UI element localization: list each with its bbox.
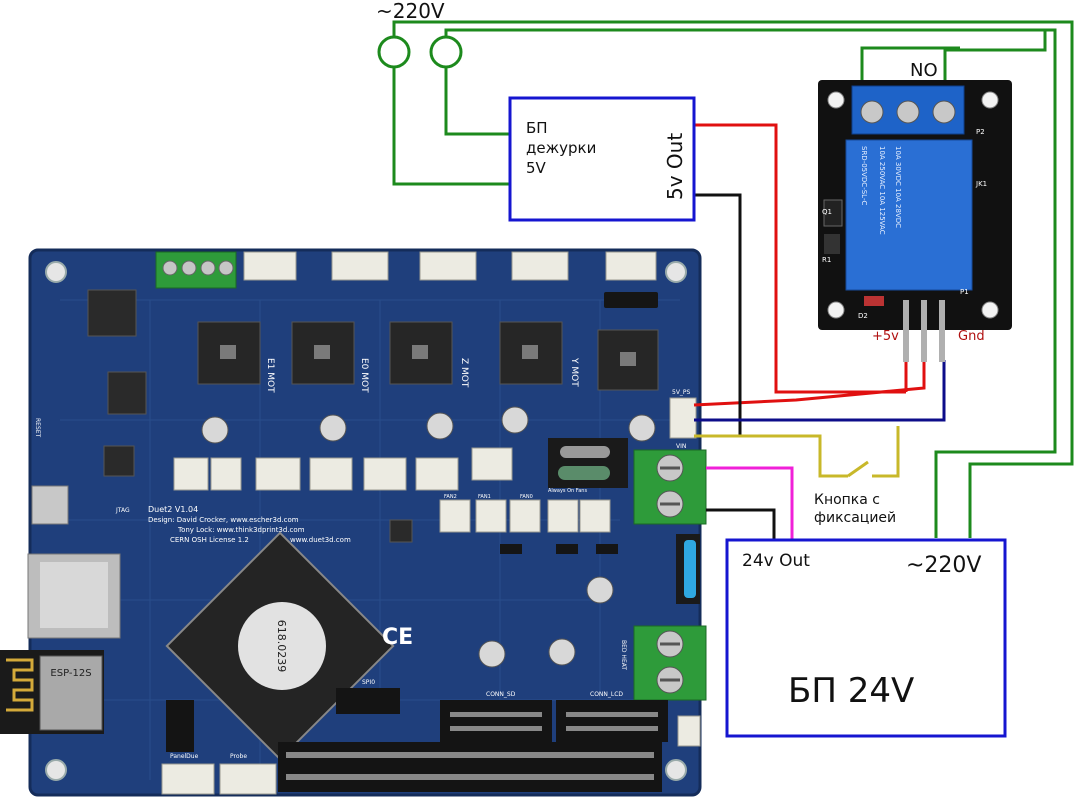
conn-lcd-label: CONN_LCD — [590, 691, 623, 698]
relay-rating-1: 10A 250VAC 10A 125VAC — [878, 146, 886, 235]
conn-sd-label: CONN_SD — [486, 691, 516, 698]
top-connectors — [243, 251, 657, 281]
relay-p2: P2 — [976, 128, 985, 136]
board-site: www.duet3d.com — [290, 536, 351, 544]
signal-wire — [694, 360, 946, 422]
wifi-module-label: ESP-12S — [50, 668, 91, 679]
driver-label-y: Y MOT — [569, 357, 579, 387]
main-psu-input-label: ~220V — [906, 553, 981, 578]
jtag-label: JTAG — [115, 507, 130, 514]
standby-psu-output-label: 5v Out — [663, 133, 687, 200]
sd-card-slot — [27, 553, 121, 639]
switch-label-2: фиксацией — [814, 510, 896, 526]
main-psu-name: БП 24V — [788, 671, 914, 711]
bed-heat-terminal — [633, 625, 707, 701]
bottom-connectors — [161, 715, 701, 795]
wifi-module: ESP-12S — [0, 650, 104, 734]
main-psu-output-label: 24v Out — [742, 551, 810, 571]
reset-label: RESET — [34, 418, 41, 438]
capacitors — [201, 406, 656, 668]
jumpers — [500, 292, 658, 554]
board-title: Duet2 V1.04 — [148, 505, 198, 514]
board-silkscreen: Duet2 V1.04 Design: David Crocker, www.e… — [34, 389, 691, 760]
board-license: CERN OSH License 1.2 — [170, 536, 249, 544]
switch-output-wire — [706, 466, 794, 540]
relay-r1: R1 — [822, 256, 831, 264]
relay-body — [845, 139, 973, 291]
5v-ps-connector — [669, 397, 697, 439]
standby-psu: БП дежурки 5V 5v Out — [508, 96, 696, 222]
vin-terminal — [633, 449, 707, 525]
regulators — [87, 289, 413, 543]
mains-terminal-1 — [377, 35, 411, 69]
relay-d2: D2 — [858, 312, 868, 320]
switch-wires — [694, 426, 900, 478]
fan1-label: FAN1 — [478, 494, 491, 500]
standby-psu-name-3: 5V — [526, 159, 547, 177]
latching-switch: Кнопка с фиксацией — [814, 492, 896, 526]
relay-rating-2: 10A 30VDC 10A 28VDC — [894, 146, 902, 228]
relay-q1: Q1 — [822, 208, 832, 216]
ce-mark: CE — [382, 625, 413, 650]
fan0-label: FAN0 — [520, 494, 533, 500]
board-design: Design: David Crocker, www.escher3d.com — [148, 516, 299, 524]
switch-label-1: Кнопка с — [814, 492, 880, 508]
mains-input: ~220V — [376, 0, 463, 69]
5v-ps-label: 5V_PS — [672, 389, 691, 396]
idc-headers — [166, 688, 668, 792]
spi0-label: SPI0 — [362, 679, 375, 686]
driver-label-z: Z MOT — [459, 358, 469, 388]
probe-label: Probe — [230, 753, 247, 760]
standby-psu-name-2: дежурки — [526, 139, 596, 157]
relay-no-label: NO — [910, 60, 938, 81]
relay-module: SRD-05VDC-SL-C 10A 250VAC 10A 125VAC 10A… — [812, 60, 1012, 362]
positive-wire — [693, 123, 926, 407]
always-on-fans-label: Always On Fans — [548, 488, 587, 494]
driver-label-e0: E0 MOT — [359, 358, 369, 393]
fuse-holders — [548, 438, 700, 604]
relay-pin-gnd: Gnd — [958, 329, 985, 344]
mains-terminal-2 — [429, 35, 463, 69]
vin-label: VIN — [676, 443, 686, 450]
mains-top-label: ~220V — [376, 0, 445, 23]
duet2-board: E1 MOT E0 MOT Z MOT Y MOT — [0, 248, 707, 797]
relay-pin-plus: +5v — [872, 329, 899, 344]
fan2-label: FAN2 — [444, 494, 457, 500]
relay-jk1: JK1 — [975, 180, 987, 188]
driver-label-e1: E1 MOT — [265, 358, 275, 393]
board-layout: Tony Lock: www.think3dprint3d.com — [177, 526, 305, 534]
mounting-holes — [45, 261, 687, 781]
mains-wires — [392, 20, 1074, 538]
cpu-marking: 618.0239 — [275, 620, 288, 673]
usb-connector — [31, 485, 69, 525]
stepper-drivers: E1 MOT E0 MOT Z MOT Y MOT — [197, 321, 659, 393]
main-psu: 24v Out ~220V БП 24V — [725, 538, 1007, 738]
standby-psu-name-1: БП — [526, 119, 548, 137]
relay-p1: P1 — [960, 288, 969, 296]
relay-model: SRD-05VDC-SL-C — [860, 146, 868, 205]
bed-heat-label: BED HEAT — [620, 640, 627, 670]
top-terminal-block — [155, 251, 237, 289]
mid-connectors — [173, 447, 611, 533]
paneldue-label: PanelDue — [170, 753, 199, 760]
